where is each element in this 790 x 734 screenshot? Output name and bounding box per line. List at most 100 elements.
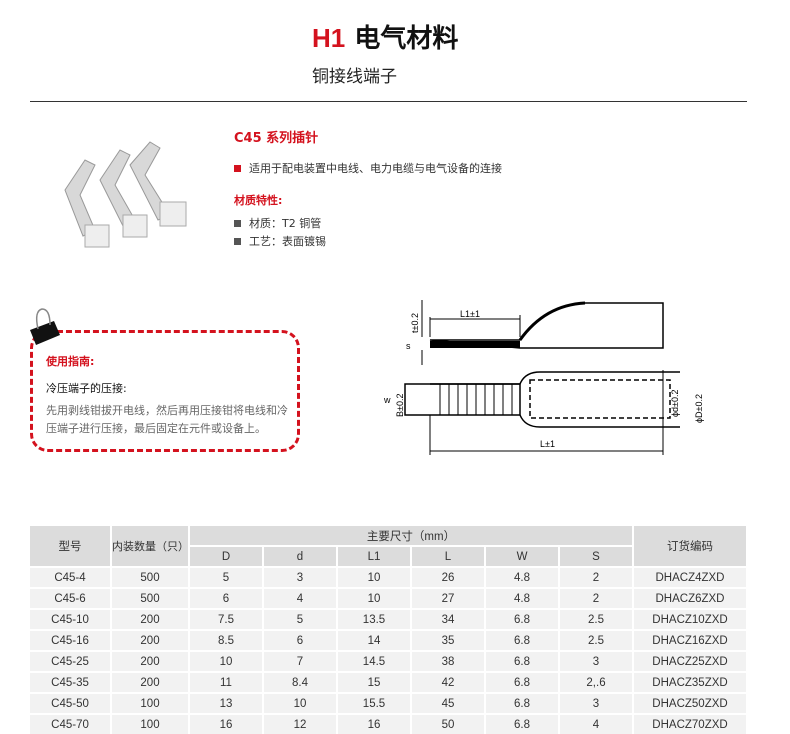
table-cell: 100 — [112, 715, 188, 734]
table-cell: C45-6 — [30, 589, 110, 608]
subheader-S: S — [560, 547, 632, 566]
label-B: B±0.2 — [395, 394, 405, 417]
table-cell: 27 — [412, 589, 484, 608]
table-cell: 10 — [264, 694, 336, 713]
table-cell: 200 — [112, 610, 188, 629]
table-cell: 2 — [560, 589, 632, 608]
table-cell: C45-16 — [30, 631, 110, 650]
table-cell: C45-10 — [30, 610, 110, 629]
table-cell: 6.8 — [486, 610, 558, 629]
table-cell: 14 — [338, 631, 410, 650]
table-cell: DHACZ16ZXD — [634, 631, 746, 650]
label-L: L±1 — [540, 439, 555, 449]
table-cell: 2 — [560, 568, 632, 587]
table-cell: 42 — [412, 673, 484, 692]
subheader-L: L — [412, 547, 484, 566]
table-cell: 4 — [264, 589, 336, 608]
table-cell: C45-25 — [30, 652, 110, 671]
table-cell: 6.8 — [486, 715, 558, 734]
table-cell: DHACZ50ZXD — [634, 694, 746, 713]
table-cell: 8.5 — [190, 631, 262, 650]
table-cell: 6 — [190, 589, 262, 608]
table-cell: 200 — [112, 631, 188, 650]
table-cell: 34 — [412, 610, 484, 629]
table-cell: 3 — [264, 568, 336, 587]
table-cell: 13.5 — [338, 610, 410, 629]
table-cell: C45-35 — [30, 673, 110, 692]
table-cell: 16 — [338, 715, 410, 734]
table-cell: 14.5 — [338, 652, 410, 671]
page-title: H1 电气材料 — [312, 18, 458, 55]
table-cell: DHACZ10ZXD — [634, 610, 746, 629]
header-model: 型号 — [30, 526, 110, 566]
table-cell: 500 — [112, 568, 188, 587]
header-qty: 内装数量（只） — [112, 526, 189, 566]
table-cell: 26 — [412, 568, 484, 587]
application-text: 适用于配电装置中电线、电力电缆与电气设备的连接 — [234, 160, 502, 176]
table-cell: 6.8 — [486, 652, 558, 671]
table-cell: 7 — [264, 652, 336, 671]
table-cell: 2.5 — [560, 631, 632, 650]
section-title: 电气材料 — [354, 24, 459, 54]
table-cell: 11 — [190, 673, 262, 692]
table-cell: 100 — [112, 694, 188, 713]
table-cell: 6.8 — [486, 673, 558, 692]
table-cell: 45 — [412, 694, 484, 713]
table-cell: 50 — [412, 715, 484, 734]
table-cell: 4.8 — [486, 589, 558, 608]
table-cell: DHACZ6ZXD — [634, 589, 746, 608]
table-cell: 13 — [190, 694, 262, 713]
table-cell: 4.8 — [486, 568, 558, 587]
table-cell: 35 — [412, 631, 484, 650]
table-cell: 12 — [264, 715, 336, 734]
series-title: C45 系列插针 — [234, 131, 319, 146]
material-heading: 材质特性: — [234, 194, 283, 207]
table-cell: 500 — [112, 589, 188, 608]
binder-clip-icon — [30, 308, 60, 345]
dimension-diagram: L1±1 t±0.2 s L±1 w B±0.2 ϕd±0.2 ϕD±0.2 — [383, 300, 704, 455]
label-L1: L1±1 — [460, 309, 480, 319]
table-cell: 3 — [560, 652, 632, 671]
table-cell: 5 — [190, 568, 262, 587]
table-cell: 10 — [338, 568, 410, 587]
table-cell: 5 — [264, 610, 336, 629]
guide-text: 先用剥线钳拔开电线，然后再用压接钳将电线和冷压端子进行压接，最后固定在元件或设备… — [46, 404, 288, 435]
subheader-d: d — [264, 547, 336, 566]
guide-title: 使用指南: — [46, 355, 95, 368]
table-cell: DHACZ35ZXD — [634, 673, 746, 692]
table-cell: 6.8 — [486, 694, 558, 713]
subheader-W: W — [486, 547, 558, 566]
table-cell: C45-4 — [30, 568, 110, 587]
label-s: s — [406, 341, 411, 351]
table-cell: 6.8 — [486, 631, 558, 650]
table-cell: 15.5 — [338, 694, 410, 713]
table-cell: DHACZ70ZXD — [634, 715, 746, 734]
table-cell: 7.5 — [190, 610, 262, 629]
table-cell: 2,.6 — [560, 673, 632, 692]
table-cell: 6 — [264, 631, 336, 650]
table-cell: 200 — [112, 673, 188, 692]
label-t: t±0.2 — [410, 313, 420, 333]
table-cell: 4 — [560, 715, 632, 734]
table-cell: 38 — [412, 652, 484, 671]
page-subtitle: 铜接线端子 — [312, 67, 397, 87]
header-dims: 主要尺寸（mm） — [190, 526, 632, 545]
table-cell: 3 — [560, 694, 632, 713]
label-w: w — [383, 395, 391, 405]
subheader-D: D — [190, 547, 262, 566]
table-cell: 2.5 — [560, 610, 632, 629]
header-code: 订货编码 — [634, 526, 746, 566]
table-cell: DHACZ4ZXD — [634, 568, 746, 587]
table-cell: 15 — [338, 673, 410, 692]
table-cell: 200 — [112, 652, 188, 671]
section-code: H1 — [312, 23, 346, 53]
